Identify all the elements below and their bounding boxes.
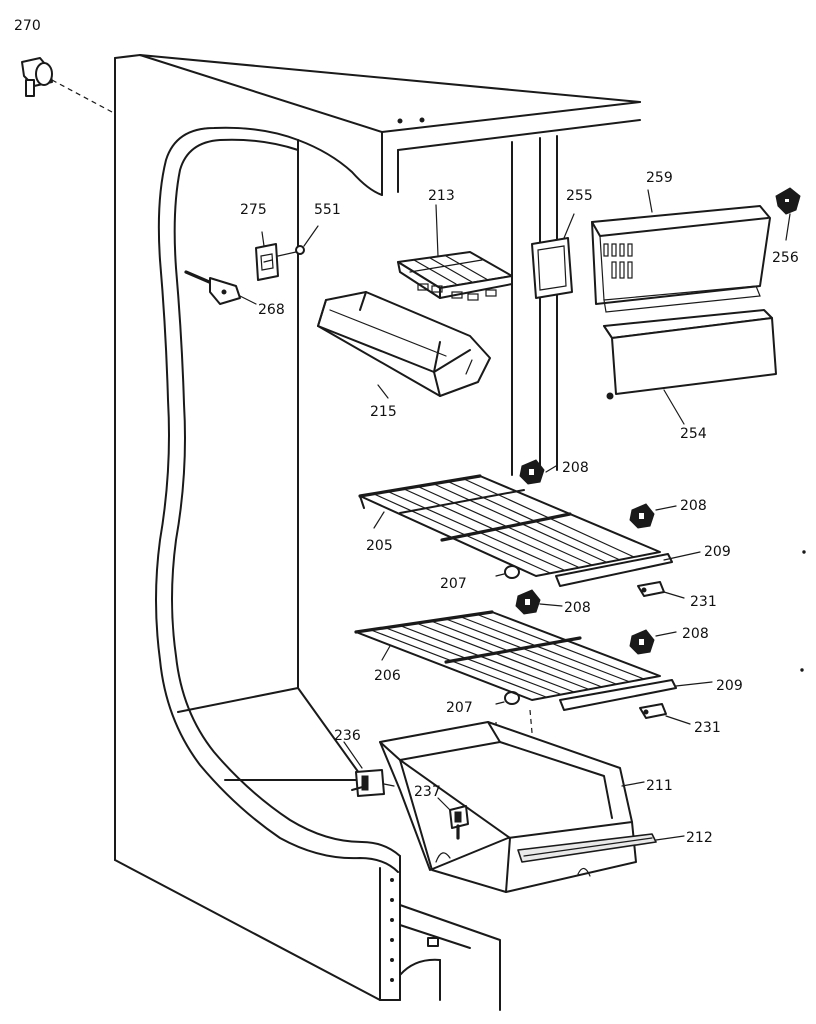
part-208-b-shape (629, 503, 677, 529)
part-259-shape (591, 189, 771, 313)
part-215-shape (317, 291, 491, 399)
label-215: 215 (370, 404, 397, 420)
label-231-a: 231 (690, 594, 717, 610)
part-208-a-shape (519, 459, 557, 485)
label-255: 255 (566, 188, 593, 204)
label-256: 256 (772, 250, 799, 266)
label-211: 211 (646, 778, 673, 794)
label-208-c: 208 (564, 600, 591, 616)
label-212: 212 (686, 830, 713, 846)
part-205-shape (358, 474, 661, 577)
part-208-c-shape (515, 589, 563, 615)
label-213: 213 (428, 188, 455, 204)
part-207-b-shape (495, 691, 520, 705)
part-270-shape (21, 57, 113, 113)
label-268: 268 (258, 302, 285, 318)
callout-labels: 270 275 551 268 213 215 255 259 256 254 … (14, 18, 799, 846)
label-231-b: 231 (694, 720, 721, 736)
part-211-shape (379, 721, 645, 893)
part-208-d-shape (629, 629, 677, 655)
label-207-a: 207 (440, 576, 467, 592)
wire-rods (370, 613, 645, 698)
part-236-shape (343, 741, 395, 797)
label-236: 236 (334, 728, 361, 744)
part-551-shape (277, 225, 319, 257)
label-208-d: 208 (682, 626, 709, 642)
label-259: 259 (646, 170, 673, 186)
label-208-b: 208 (680, 498, 707, 514)
label-208-a: 208 (562, 460, 589, 476)
label-237: 237 (414, 784, 441, 800)
part-268-shape (184, 270, 257, 305)
label-270: 270 (14, 18, 41, 34)
part-237-shape (437, 797, 469, 840)
part-254-shape (603, 309, 777, 425)
cabinet (114, 54, 641, 1011)
part-256-shape (775, 187, 801, 241)
vent-slots (603, 243, 633, 279)
part-207-a-shape (495, 565, 520, 579)
cabinet-screw-holes (390, 878, 394, 982)
part-209-a-shape (555, 551, 701, 587)
label-206: 206 (374, 668, 401, 684)
label-209-a: 209 (704, 544, 731, 560)
part-275-shape (255, 231, 279, 281)
part-209-b-shape (559, 679, 713, 711)
part-206-shape (354, 610, 661, 701)
label-205: 205 (366, 538, 393, 554)
label-551: 551 (314, 202, 341, 218)
part-231-b-shape (639, 703, 691, 725)
label-275: 275 (240, 202, 267, 218)
part-231-a-shape (637, 581, 685, 599)
label-254: 254 (680, 426, 707, 442)
part-212-shape (517, 833, 685, 863)
label-209-b: 209 (716, 678, 743, 694)
label-207-b: 207 (446, 700, 473, 716)
part-255-shape (531, 213, 575, 299)
part-213-shape (397, 204, 513, 301)
